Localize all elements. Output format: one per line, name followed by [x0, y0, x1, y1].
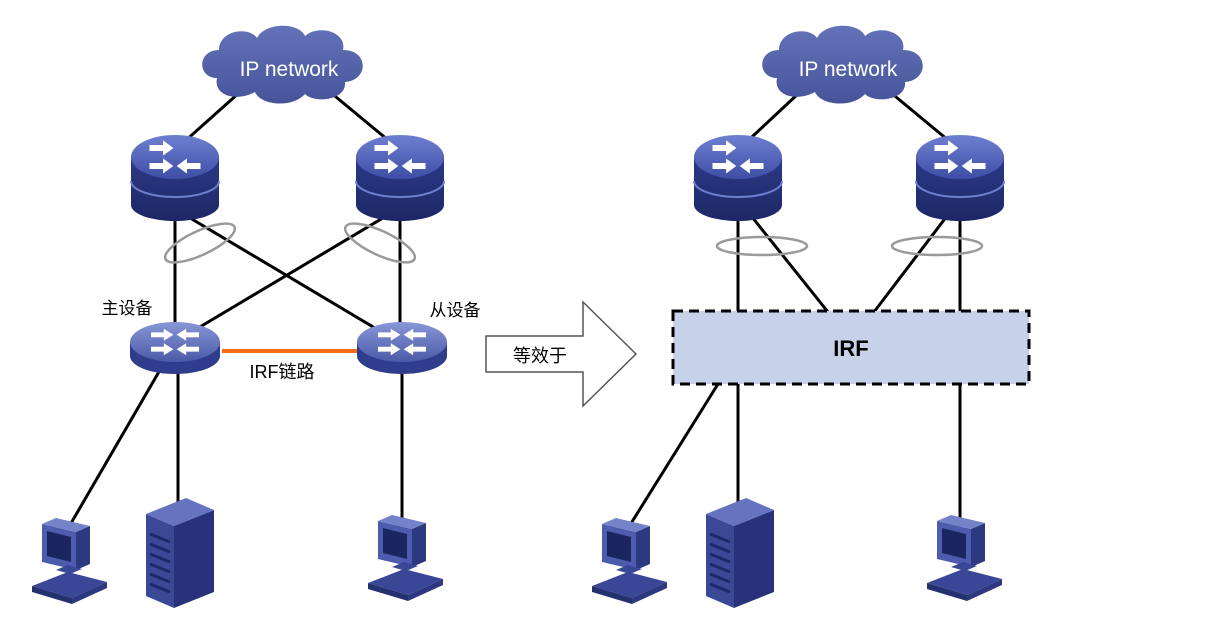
server-icon [704, 496, 776, 610]
irf-link-label: IRF链路 [250, 362, 315, 382]
pc-icon [32, 518, 107, 604]
access-switch-icon [130, 322, 220, 374]
pc-icon [927, 515, 1002, 601]
lag-ellipse-right [890, 235, 984, 257]
master-device-label: 主设备 [102, 299, 153, 318]
link-master-pc [68, 369, 162, 526]
slave-device-label: 从设备 [430, 301, 481, 320]
irf-label: IRF [833, 336, 868, 361]
lag-ellipse-left [715, 235, 809, 257]
access-switch-icon [357, 322, 447, 374]
arrow-icon [485, 300, 638, 408]
right-cloud-label: IP network [799, 58, 898, 81]
lag-ellipse-right [343, 222, 417, 264]
right-links [628, 90, 962, 526]
server-icon [144, 496, 216, 610]
core-switch-icon [355, 134, 445, 222]
left-cloud-label: IP network [240, 58, 339, 81]
link-core2-irf-cross [872, 211, 952, 313]
left-topology: IP network 主设备 从设备 IRF链路 [32, 25, 481, 610]
core-switch-icon [915, 134, 1005, 222]
core-switch-icon [693, 134, 783, 222]
link-core2-master [177, 210, 394, 342]
left-links [68, 90, 404, 526]
pc-icon [368, 515, 443, 601]
lag-ellipse-left [163, 222, 237, 264]
right-topology: IP network IRF [592, 25, 1031, 610]
link-core1-irf-cross [746, 211, 830, 313]
link-irf-pc [628, 383, 720, 526]
core-switch-icon [130, 134, 220, 222]
pc-icon [592, 518, 667, 604]
equivalent-label: 等效于 [513, 346, 567, 366]
irf-virtual-device [671, 309, 1031, 386]
